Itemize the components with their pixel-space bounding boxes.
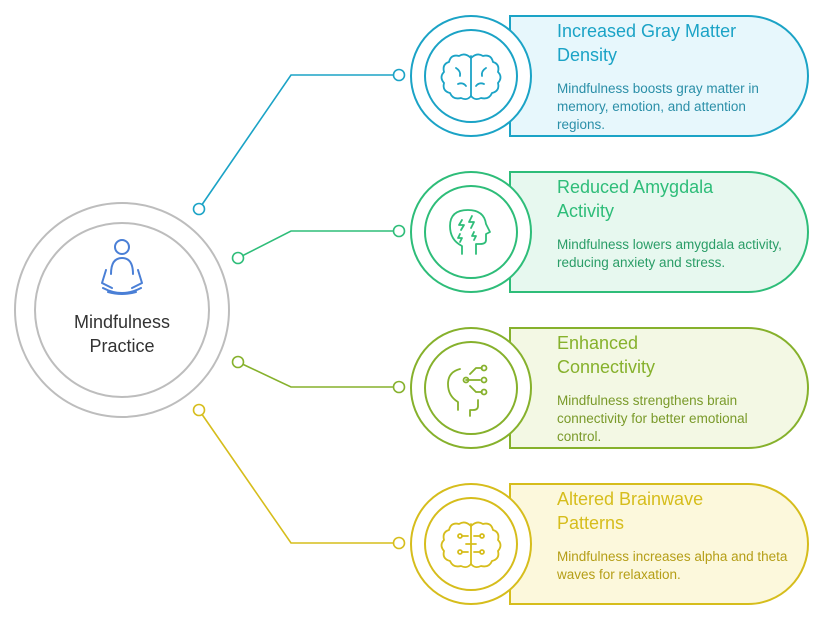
card-increased-gray-matter xyxy=(410,15,809,137)
connector-1 xyxy=(198,74,399,210)
card-reduced-amygdala xyxy=(410,171,809,293)
card-2-title-line1: Reduced Amygdala xyxy=(557,177,714,197)
card-2-title: Reduced Amygdala Activity xyxy=(557,175,787,223)
card-4-title: Altered Brainwave Patterns xyxy=(557,487,787,535)
connector-3-start-dot xyxy=(231,355,245,369)
card-2-title-line2: Activity xyxy=(557,201,615,221)
center-hub xyxy=(14,202,230,418)
brain-circuit-icon xyxy=(440,521,502,569)
connector-1-start-dot xyxy=(192,202,206,216)
brain-icon xyxy=(440,53,502,101)
connector-3-end-dot xyxy=(392,380,406,394)
card-altered-brainwave xyxy=(410,483,809,605)
center-title-line1: Mindfulness xyxy=(73,312,171,332)
center-title-line2: Practice xyxy=(89,336,155,356)
connector-2 xyxy=(237,230,399,259)
head-circuit-icon xyxy=(447,364,488,417)
card-1-description: Mindfulness boosts gray matter in memory… xyxy=(557,81,759,132)
connector-4 xyxy=(198,409,399,544)
card-2-description: Mindfulness lowers amygdala activity, re… xyxy=(557,237,782,270)
card-3-description: Mindfulness strengthens brain connectivi… xyxy=(557,393,748,444)
connector-4-start-dot xyxy=(192,403,206,417)
connector-2-end-dot xyxy=(392,224,406,238)
card-enhanced-connectivity xyxy=(410,327,809,449)
card-1-title-line1: Increased Gray Matter xyxy=(557,21,737,41)
connector-2-start-dot xyxy=(231,251,245,265)
card-3-title: Enhanced Connectivity xyxy=(557,331,787,379)
connector-1-end-dot xyxy=(392,68,406,82)
card-4-title-line1: Altered Brainwave xyxy=(557,489,704,509)
card-3-title-line2: Connectivity xyxy=(557,357,656,377)
card-4-description: Mindfulness increases alpha and theta wa… xyxy=(557,549,788,582)
head-lightning-icon xyxy=(449,209,491,255)
card-4-title-line2: Patterns xyxy=(557,513,625,533)
card-1-title: Increased Gray Matter Density xyxy=(557,19,787,67)
connector-4-end-dot xyxy=(392,536,406,550)
card-3-title-line1: Enhanced xyxy=(557,333,639,353)
meditating-person-icon xyxy=(101,239,143,295)
card-1-title-line2: Density xyxy=(557,45,618,65)
connector-3 xyxy=(237,361,399,388)
center-title: Mindfulness Practice xyxy=(40,310,204,358)
